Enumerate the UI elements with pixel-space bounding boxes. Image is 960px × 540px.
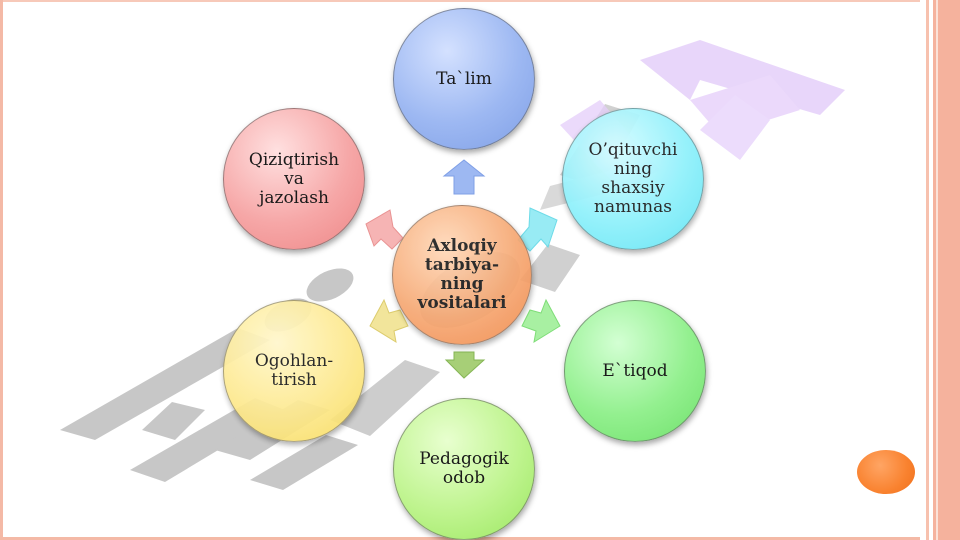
node-center: Axloqiy tarbiya- ning vositalari <box>392 205 532 345</box>
node-center-label: Axloqiy tarbiya- ning vositalari <box>417 236 507 313</box>
node-qiziq-label: Qiziqtirish va jazolash <box>248 149 340 208</box>
slide-frame-right-line <box>936 0 938 540</box>
slide-frame-top <box>0 0 920 4</box>
node-oqituvchi-label: O’qituvchi ning shaxsiy namunas <box>588 140 678 217</box>
orange-circle-button[interactable] <box>857 450 915 494</box>
node-oqituvchi: O’qituvchi ning shaxsiy namunas <box>562 108 704 250</box>
node-etiqod: E`tiqod <box>564 300 706 442</box>
arrow-to-pedagogik <box>444 351 486 379</box>
arrow-to-talim <box>442 159 486 195</box>
slide-frame-right <box>920 0 960 540</box>
arrow-to-qiziq <box>365 209 404 250</box>
arrow-to-etiqod <box>521 298 561 344</box>
node-qiziq: Qiziqtirish va jazolash <box>223 108 365 250</box>
node-ogohlan: Ogohlan- tirish <box>223 300 365 442</box>
node-ogohlan-label: Ogohlan- tirish <box>254 351 334 390</box>
node-pedagogik: Pedagogik odob <box>393 398 535 540</box>
slide-frame-left <box>0 0 8 540</box>
node-talim-label: Ta`lim <box>436 68 492 89</box>
node-pedagogik-label: Pedagogik odob <box>419 449 509 488</box>
node-etiqod-label: E`tiqod <box>602 360 668 381</box>
node-talim: Ta`lim <box>393 8 535 150</box>
